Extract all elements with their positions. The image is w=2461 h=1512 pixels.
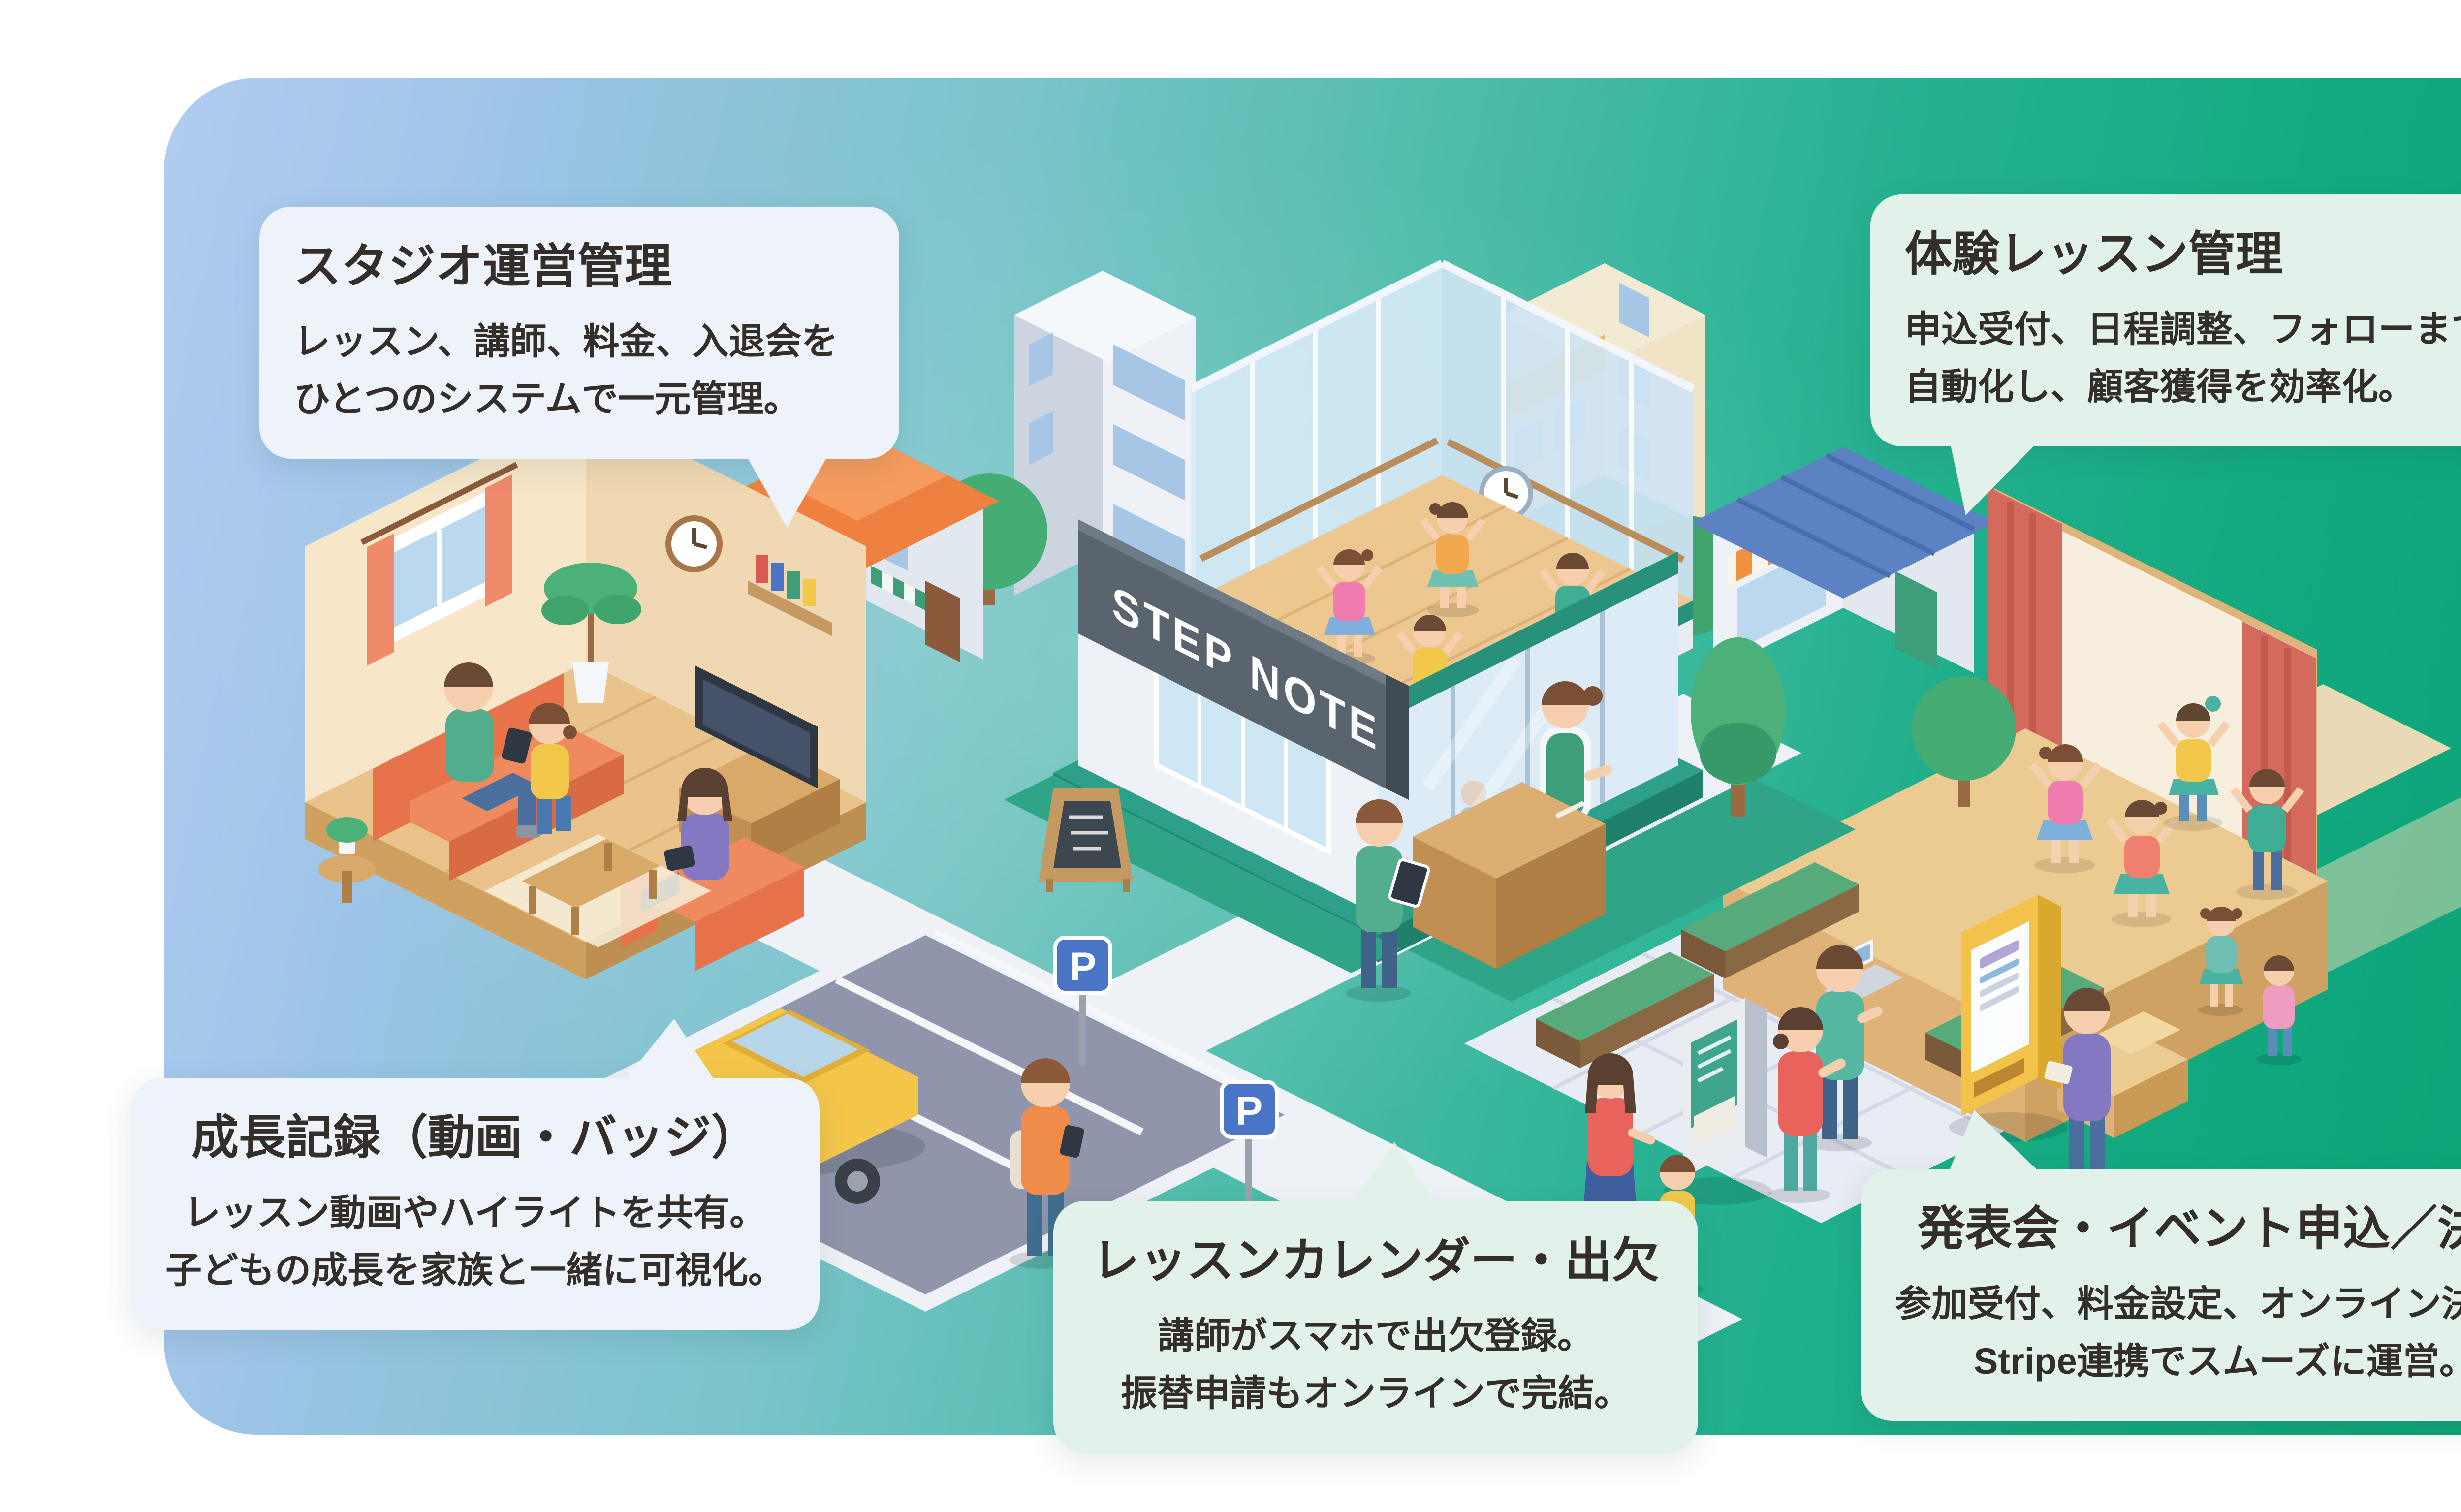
dancing-girl-coral (2106, 800, 2179, 927)
callout-title: スタジオ運営管理 (294, 240, 672, 293)
customer-with-tablet (1346, 799, 1430, 1002)
chalkboard-sign (1039, 788, 1133, 892)
callout-trial-lesson: 体験レッスン管理 申込受付、日程調整、フォローまで 自動化し、顧客獲得を効率化。 (1870, 194, 2461, 446)
wall-clock-icon (665, 515, 723, 572)
potted-plant (541, 563, 641, 703)
parking-sign: P (1220, 1080, 1279, 1203)
ballet-barre (1199, 437, 1439, 562)
callout-growth-record: 成長記録（動画・バッジ） レッスン動画やハイライトを共有。 子どもの成長を家族と… (130, 1078, 820, 1330)
dancing-girl-yellow (2157, 696, 2230, 831)
topiary-tree (1691, 637, 1785, 817)
callout-title: 発表会・イベント申込／決済 (1918, 1202, 2461, 1255)
callout-title: 成長記録（動画・バッジ） (191, 1111, 758, 1164)
living-room-cutaway (305, 406, 866, 979)
stage-performers (2029, 696, 2304, 927)
apartment-building-gray (1014, 271, 1196, 598)
dancing-girl-pink (2029, 744, 2102, 873)
coffee-table (522, 839, 661, 935)
man-teal-standing (1805, 945, 1883, 1151)
window (360, 462, 518, 666)
yellow-kiosk (1949, 895, 2067, 1142)
curtain (367, 534, 394, 666)
callout-title: 体験レッスン管理 (1905, 228, 2283, 281)
tree-round (1912, 676, 2016, 807)
reception-desk (1413, 782, 1606, 969)
info-kiosk-teal (1664, 998, 1772, 1205)
walking-kid-pink (2256, 955, 2302, 1065)
house-blue-roof (1691, 447, 1995, 673)
callout-body: レッスン動画やハイライトを共有。 子どもの成長を家族と一緒に可視化。 (165, 1192, 785, 1291)
awning-green-striped (871, 566, 925, 610)
walking-girl-teal (2198, 907, 2243, 1016)
parking-sign: P (1053, 936, 1112, 1065)
green-door (1895, 571, 1937, 669)
callout-title: レッスンカレンダー・出欠 (1092, 1234, 1659, 1287)
side-table-plant (318, 817, 376, 903)
ballet-barre (1446, 439, 1685, 563)
kiosk-slot (1974, 1058, 2024, 1098)
woman-red-at-terminal (1767, 1007, 1846, 1203)
dancing-boy-teal (2230, 769, 2304, 900)
callout-studio-management: スタジオ運営管理 レッスン、講師、料金、入退会を ひとつのシステムで一元管理。 (259, 207, 899, 459)
callout-event-payment: 発表会・イベント申込／決済 参加受付、料金設定、オンライン決済まで Stripe… (1861, 1169, 2461, 1421)
callout-body: レッスン、講師、料金、入退会を ひとつのシステムで一元管理。 (294, 321, 838, 419)
paper (2044, 1061, 2073, 1084)
callout-body: 講師がスマホで出欠登録。 振替申請もオンラインで完結。 (1121, 1315, 1631, 1414)
walking-kids (2198, 907, 2302, 1065)
daughter-on-sofa (529, 703, 577, 834)
smartphone (1060, 1125, 1084, 1158)
dancing-girl-orange (1420, 502, 1486, 617)
callout-body: 申込受付、日程調整、フォローまで 自動化し、顧客獲得を効率化。 (1905, 309, 2461, 407)
reception-area (1346, 681, 1612, 1002)
bench (1536, 952, 1714, 1068)
bench (1681, 862, 1859, 978)
callout-body: 参加受付、料金設定、オンライン決済まで Stripe連携でスムーズに運営。 (1895, 1283, 2461, 1382)
callout-lesson-calendar: レッスンカレンダー・出欠 講師がスマホで出欠登録。 振替申請もオンラインで完結。 (1053, 1201, 1698, 1453)
parking-sign-label: P (1236, 1089, 1263, 1134)
book-shelf (748, 555, 832, 636)
curtain (485, 474, 512, 607)
parking-sign-label: P (1070, 945, 1097, 989)
